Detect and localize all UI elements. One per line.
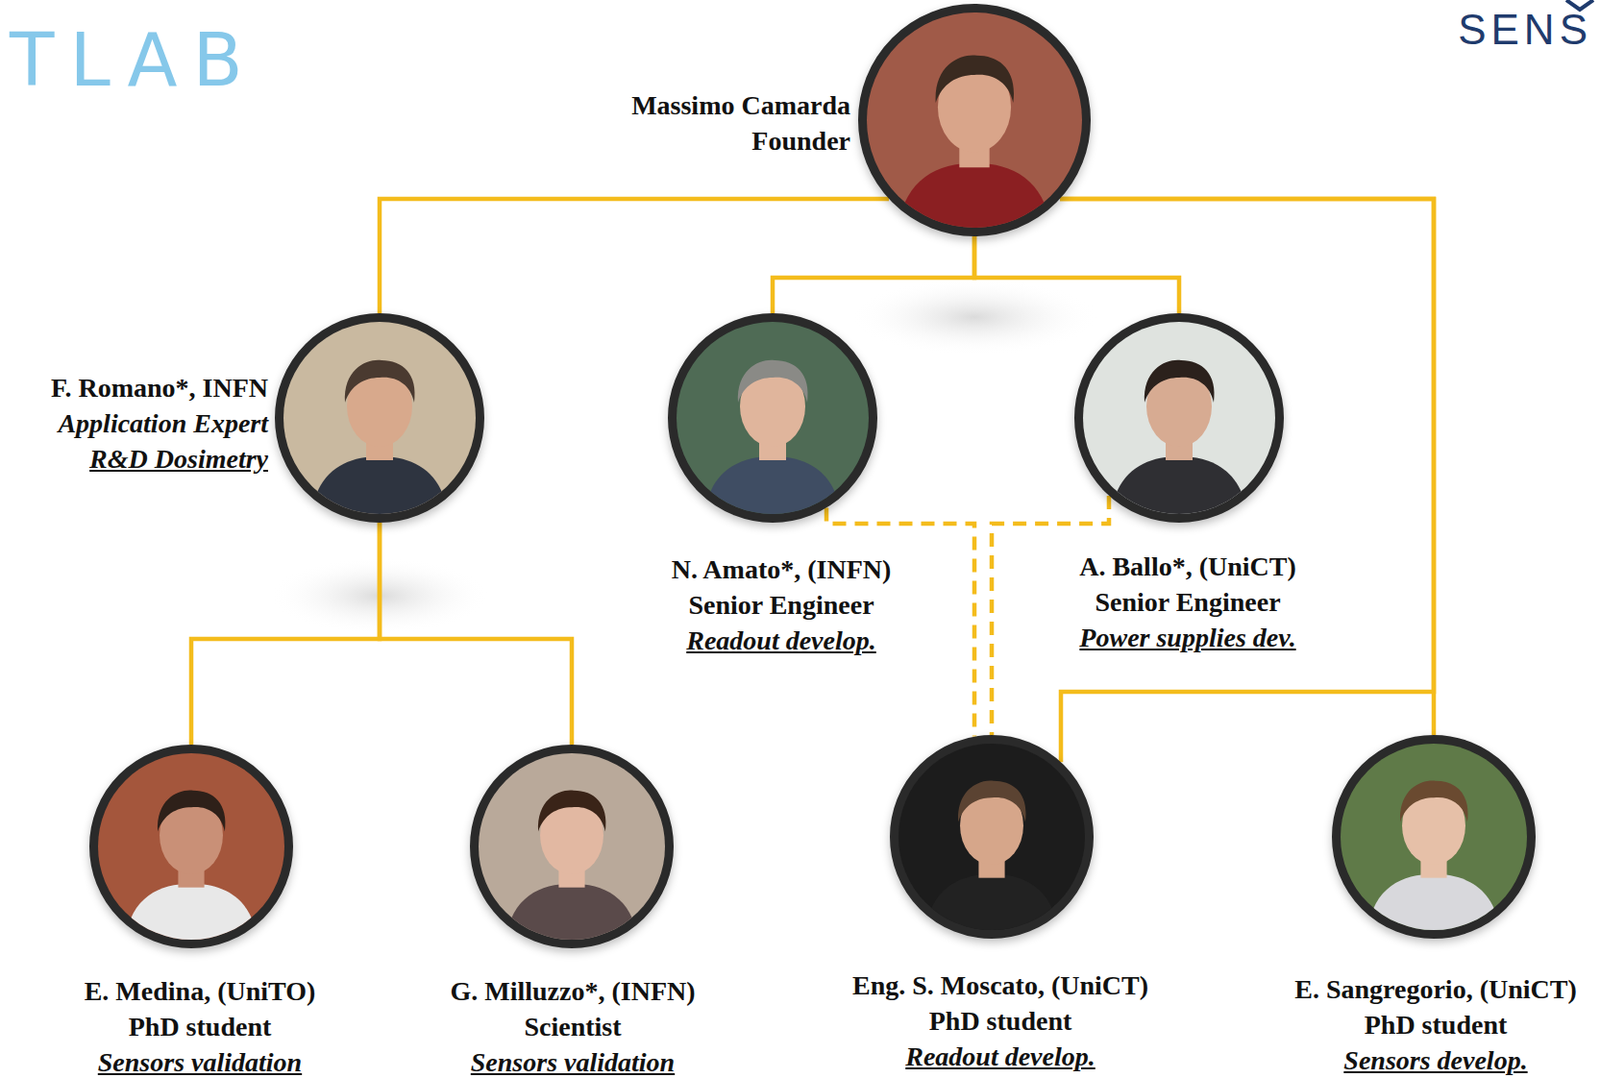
portrait-photo (283, 321, 476, 515)
portrait-frame (866, 12, 1083, 228)
logo-text: SENS (1457, 5, 1593, 54)
portrait-photo (676, 321, 869, 515)
person-name: E. Medina, (UniTO) (84, 973, 317, 1010)
org-connector (1059, 198, 1434, 763)
org-connector (772, 236, 975, 314)
portrait-photo (98, 753, 285, 940)
person-caption: A. Ballo*, (UniCT)Senior EngineerPower s… (1079, 548, 1297, 656)
person-circle: F. Romano*, INFNApplication ExpertR&D Do… (274, 313, 485, 523)
person-role: Senior Engineer (671, 587, 892, 623)
org-connector (974, 236, 1180, 314)
person-role: Senior Engineer (1079, 584, 1297, 620)
portrait-frame (1083, 321, 1276, 515)
person-circle: E. Sangregorio, (UniCT)PhD studentSensor… (1331, 735, 1536, 939)
person-task: Readout develop. (852, 1038, 1149, 1075)
person-task: Sensors validation (449, 1044, 695, 1078)
person-name: Massimo Camarda (631, 87, 851, 124)
person-task: Power supplies dev. (1079, 619, 1297, 656)
portrait-frame (478, 753, 665, 940)
portrait-frame (283, 321, 476, 515)
person-circle: Eng. S. Moscato, (UniCT)PhD studentReado… (889, 735, 1094, 939)
portrait-photo (1083, 321, 1276, 515)
person-circle: Massimo CamardaFounder (858, 3, 1091, 237)
org-connector (379, 198, 889, 314)
person-name: F. Romano*, INFN (50, 369, 269, 406)
person-name: A. Ballo*, (UniCT) (1079, 548, 1297, 585)
person-caption: E. Sangregorio, (UniCT)PhD studentSensor… (1294, 971, 1577, 1078)
person-caption: E. Medina, (UniTO)PhD studentSensors val… (84, 973, 317, 1078)
person-caption: N. Amato*, (INFN)Senior EngineerReadout … (671, 551, 892, 659)
portrait-frame (898, 743, 1085, 931)
person-task: R&D Dosimetry (50, 441, 269, 477)
person-circle: N. Amato*, (INFN)Senior EngineerReadout … (667, 313, 878, 523)
person-name: G. Milluzzo*, (INFN) (449, 973, 695, 1010)
logo-text: TLAB (9, 17, 259, 103)
soft-shadow (849, 278, 1100, 356)
portrait-photo (866, 12, 1083, 228)
person-role: PhD student (1294, 1007, 1577, 1043)
portrait-frame (98, 753, 285, 940)
org-connector (379, 522, 572, 745)
person-caption: Massimo CamardaFounder (631, 87, 851, 159)
person-caption: Eng. S. Moscato, (UniCT)PhD studentReado… (852, 967, 1149, 1075)
person-role: Application Expert (50, 405, 269, 442)
person-name: N. Amato*, (INFN) (671, 551, 892, 588)
portrait-frame (1340, 743, 1527, 931)
person-circle: E. Medina, (UniTO)PhD studentSensors val… (89, 744, 294, 949)
dashed-connector (991, 495, 1109, 736)
person-task: Sensors develop. (1294, 1042, 1577, 1078)
org-connector (1059, 198, 1434, 736)
person-circle: A. Ballo*, (UniCT)Senior EngineerPower s… (1074, 313, 1284, 523)
portrait-photo (898, 743, 1085, 931)
person-name: E. Sangregorio, (UniCT) (1294, 971, 1577, 1008)
portrait-photo (478, 753, 665, 940)
person-task: Readout develop. (671, 622, 892, 659)
dashed-connector (826, 508, 975, 738)
person-role: PhD student (852, 1003, 1149, 1039)
person-name: Eng. S. Moscato, (UniCT) (852, 967, 1149, 1004)
portrait-frame (676, 321, 869, 515)
person-circle: G. Milluzzo*, (INFN)ScientistSensors val… (469, 744, 674, 949)
person-task: Sensors validation (84, 1044, 317, 1078)
portrait-photo (1340, 743, 1527, 931)
person-role: Founder (631, 123, 851, 159)
person-caption: G. Milluzzo*, (INFN)ScientistSensors val… (449, 973, 695, 1078)
person-role: PhD student (84, 1009, 317, 1045)
org-connector (191, 522, 380, 745)
person-role: Scientist (449, 1009, 695, 1045)
person-caption: F. Romano*, INFNApplication ExpertR&D Do… (50, 369, 269, 477)
